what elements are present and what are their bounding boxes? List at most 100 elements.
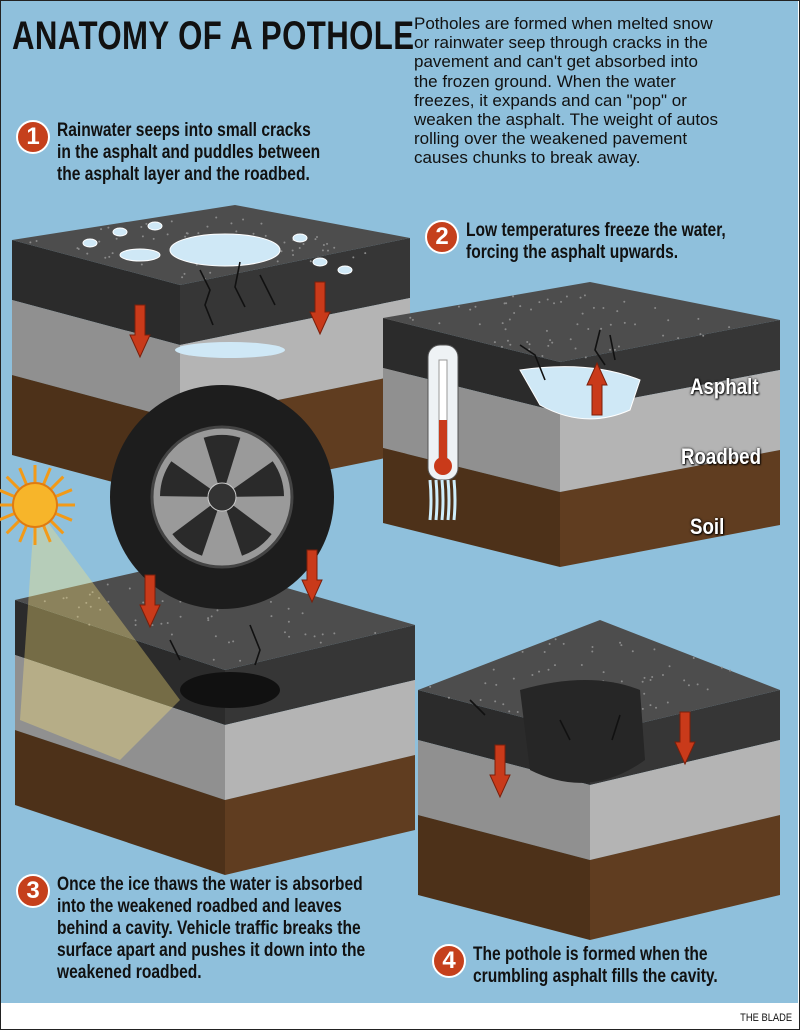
texture-dot <box>547 299 549 301</box>
page-title: ANATOMY OF A POTHOLE <box>12 14 414 59</box>
sun-ray <box>7 521 20 534</box>
texture-dot <box>581 664 583 666</box>
texture-dot <box>100 228 102 230</box>
texture-dot <box>209 272 211 274</box>
texture-dot <box>529 343 531 345</box>
texture-dot <box>458 306 460 308</box>
texture-dot <box>153 238 155 240</box>
texture-dot <box>299 247 301 249</box>
water-droplet-icon <box>148 222 162 230</box>
texture-dot <box>364 252 366 254</box>
texture-dot <box>167 233 169 235</box>
texture-dot <box>320 642 322 644</box>
texture-dot <box>260 223 262 225</box>
texture-dot <box>280 250 282 252</box>
texture-dot <box>560 301 562 303</box>
texture-dot <box>642 681 644 683</box>
texture-dot <box>699 333 701 335</box>
label-roadbed: Roadbed <box>681 444 761 470</box>
texture-dot <box>288 608 290 610</box>
texture-dot <box>677 337 679 339</box>
texture-dot <box>728 326 730 328</box>
texture-dot <box>322 633 324 635</box>
texture-dot <box>167 622 169 624</box>
texture-dot <box>632 650 634 652</box>
texture-dot <box>493 669 495 671</box>
texture-dot <box>141 263 143 265</box>
texture-dot <box>429 686 431 688</box>
step-line: weakened roadbed. <box>57 962 365 984</box>
texture-dot <box>522 651 524 653</box>
texture-dot <box>187 233 189 235</box>
intro-line: freezes, it expands and can "pop" or <box>414 91 800 110</box>
texture-dot <box>517 711 519 713</box>
texture-dot <box>242 219 244 221</box>
texture-dot <box>593 307 595 309</box>
texture-dot <box>104 257 106 259</box>
texture-dot <box>216 609 218 611</box>
texture-dot <box>316 236 318 238</box>
water-droplet-icon <box>83 239 97 247</box>
texture-dot <box>541 355 543 357</box>
texture-dot <box>513 678 515 680</box>
step-line: in the asphalt and puddles between <box>57 142 320 164</box>
texture-dot <box>662 335 664 337</box>
texture-dot <box>112 252 114 254</box>
texture-dot <box>544 651 546 653</box>
texture-dot <box>619 642 621 644</box>
icicle-icon <box>442 480 443 520</box>
texture-dot <box>576 323 578 325</box>
texture-dot <box>721 667 723 669</box>
label-soil: Soil <box>690 514 724 540</box>
texture-dot <box>197 232 199 234</box>
texture-dot <box>610 324 612 326</box>
texture-dot <box>409 317 411 319</box>
texture-dot <box>538 301 540 303</box>
texture-dot <box>702 335 704 337</box>
step-2: 2 Low temperatures freeze the water, for… <box>425 220 783 264</box>
texture-dot <box>412 319 414 321</box>
sun-ray <box>7 477 20 490</box>
texture-dot <box>474 306 476 308</box>
texture-dot <box>184 236 186 238</box>
texture-dot <box>207 619 209 621</box>
texture-dot <box>207 617 209 619</box>
step-1: 1 Rainwater seeps into small cracks in t… <box>16 120 378 186</box>
texture-dot <box>277 260 279 262</box>
intro-paragraph: Potholes are formed when melted snow or … <box>414 14 800 168</box>
texture-dot <box>609 349 611 351</box>
texture-dot <box>729 670 731 672</box>
texture-dot <box>600 328 602 330</box>
texture-dot <box>643 693 645 695</box>
step-text: Once the ice thaws the water is absorbed… <box>57 874 365 984</box>
icicle-icon <box>448 480 449 520</box>
credit: THE BLADE <box>740 1012 792 1024</box>
intro-line: or rainwater seep through cracks in the <box>414 33 800 52</box>
texture-dot <box>116 238 118 240</box>
texture-dot <box>142 235 144 237</box>
texture-dot <box>512 295 514 297</box>
texture-dot <box>707 688 709 690</box>
texture-dot <box>618 345 620 347</box>
sun-ray <box>55 490 72 497</box>
step-3: 3 Once the ice thaws the water is absorb… <box>16 874 433 984</box>
texture-dot <box>531 674 533 676</box>
texture-dot <box>107 227 109 229</box>
texture-dot <box>650 679 652 681</box>
pothole <box>520 680 645 783</box>
texture-dot <box>314 635 316 637</box>
texture-dot <box>526 341 528 343</box>
texture-dot <box>538 671 540 673</box>
texture-dot <box>284 631 286 633</box>
step-line: Rainwater seeps into small cracks <box>57 120 320 142</box>
texture-dot <box>86 253 88 255</box>
step-line: crumbling asphalt fills the cavity. <box>473 966 718 988</box>
thermometer-mercury <box>439 420 447 460</box>
texture-dot <box>213 659 215 661</box>
texture-dot <box>232 640 234 642</box>
texture-dot <box>270 615 272 617</box>
texture-dot <box>662 674 664 676</box>
texture-dot <box>502 322 504 324</box>
texture-dot <box>494 700 496 702</box>
texture-dot <box>509 344 511 346</box>
